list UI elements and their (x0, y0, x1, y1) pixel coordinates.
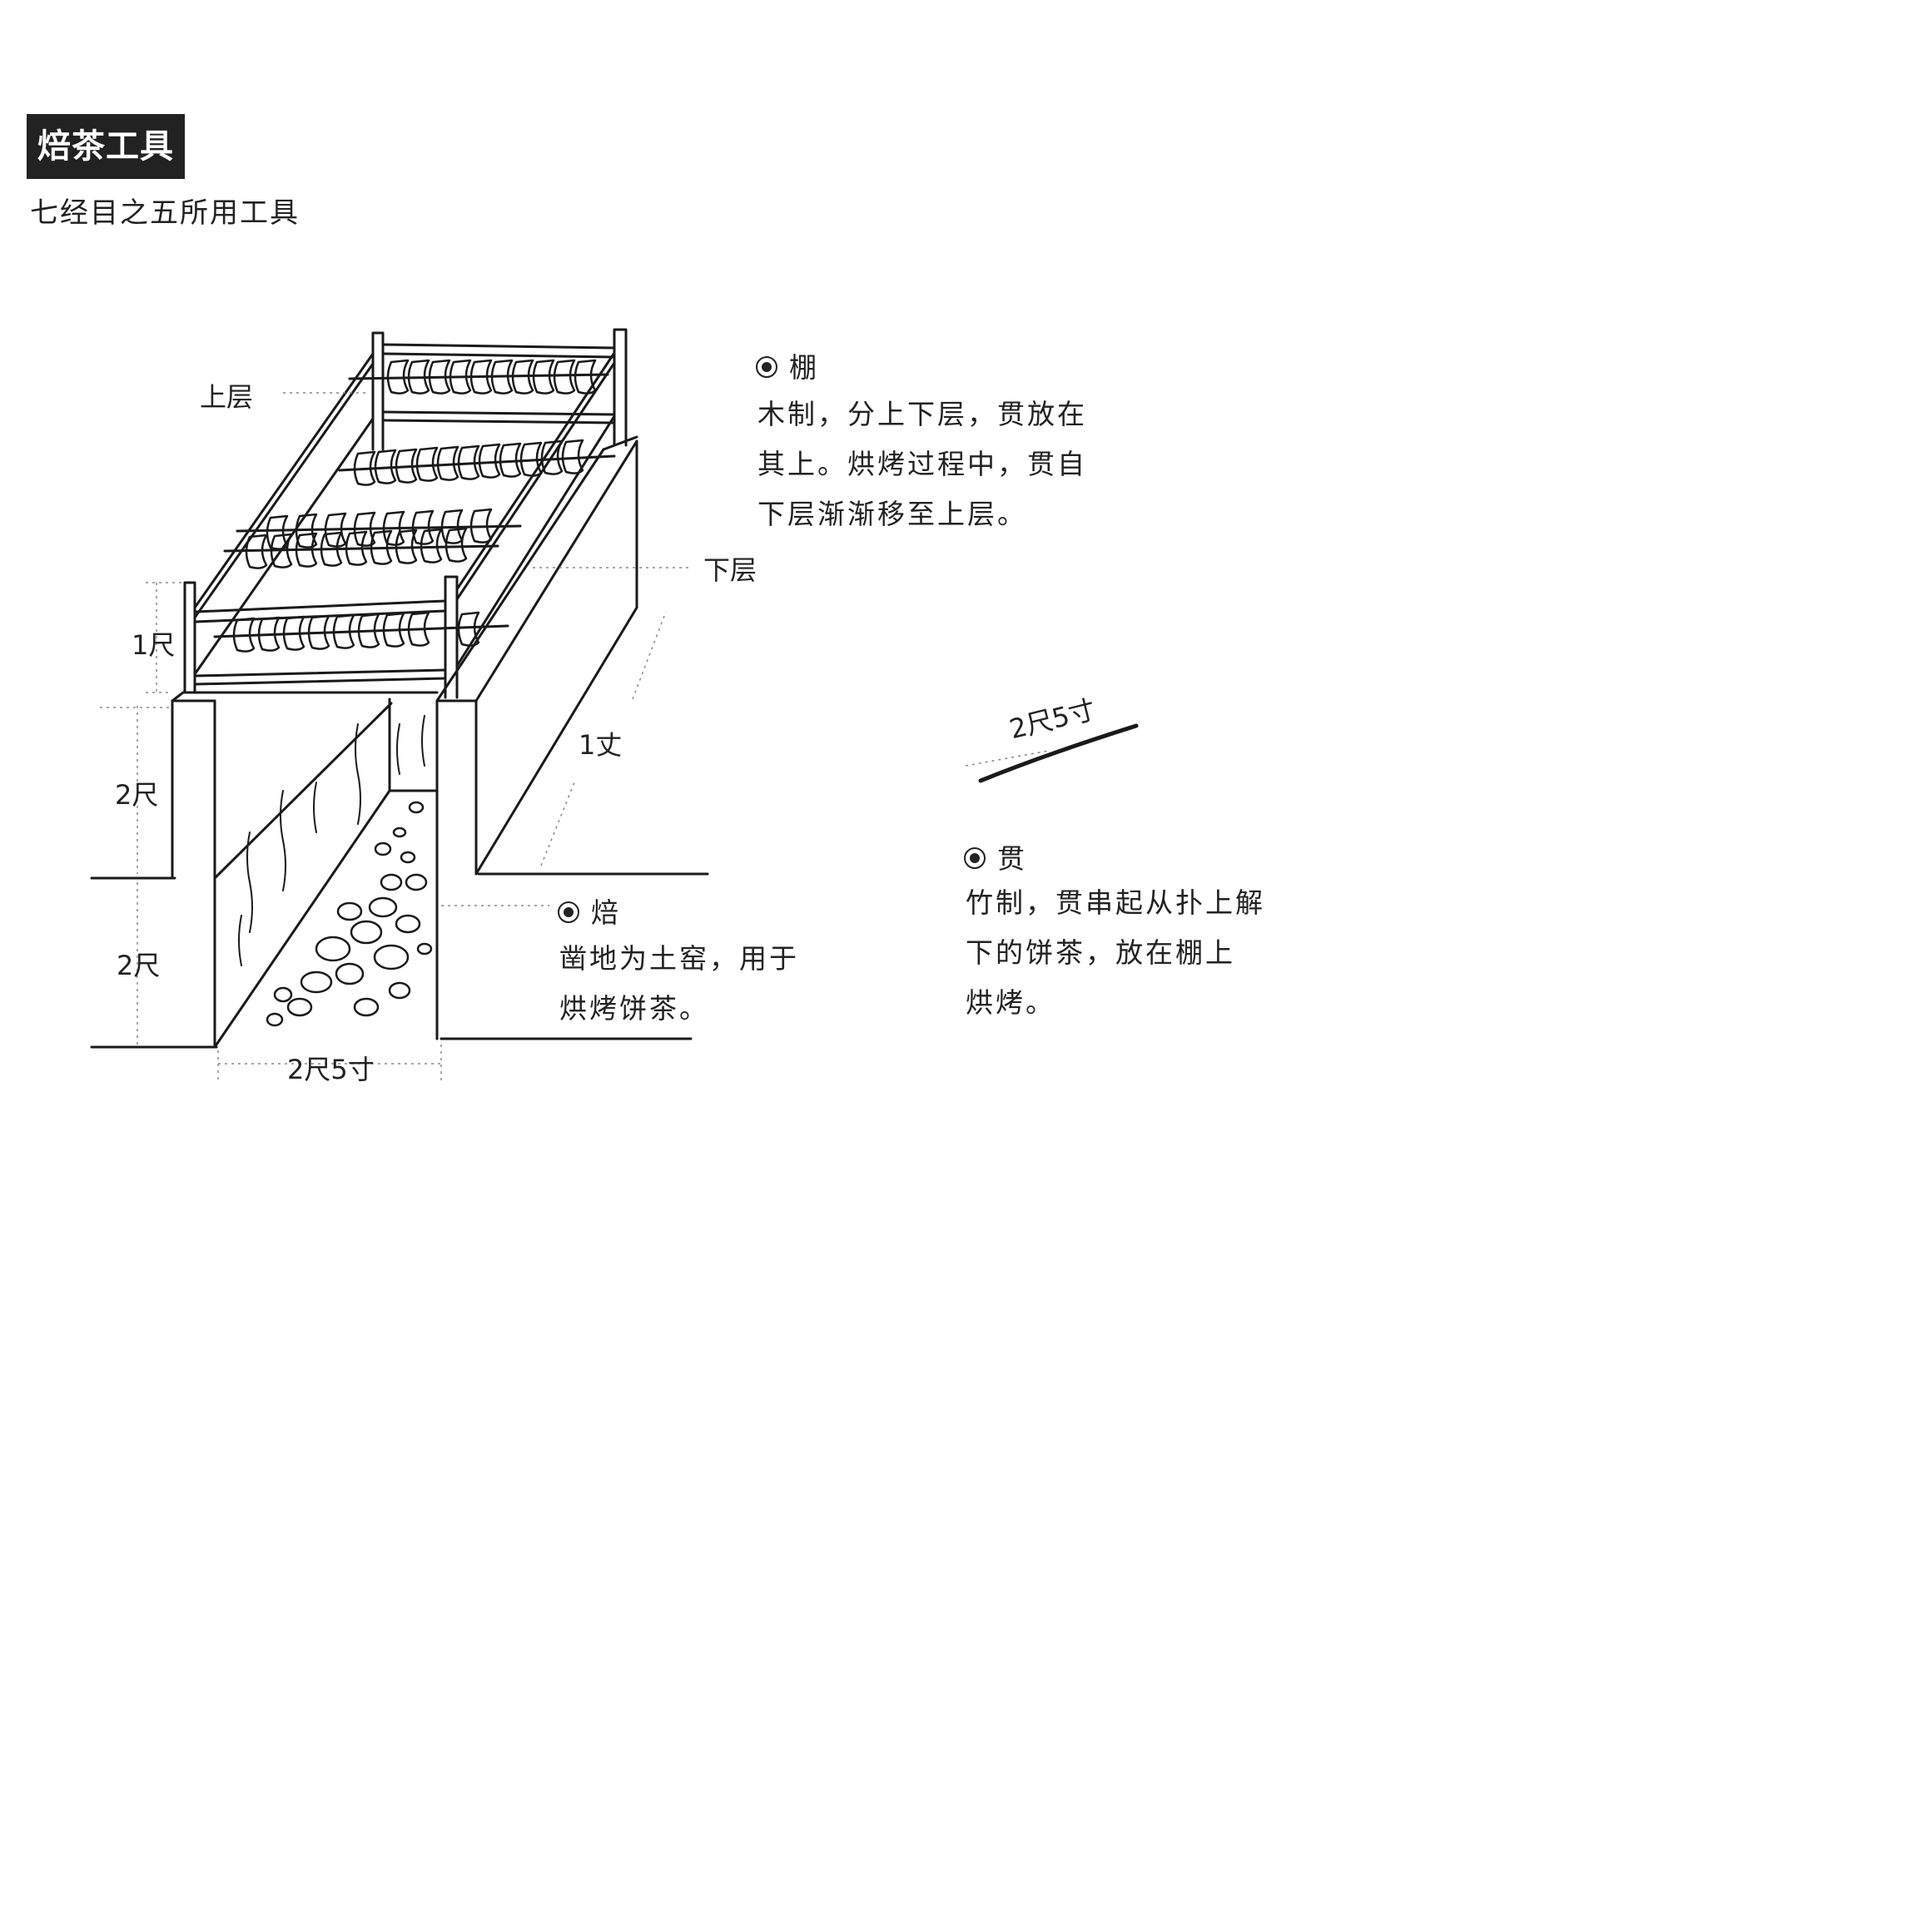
coal-pile (266, 801, 433, 1027)
note-line: 下的饼茶，放在棚上 (966, 936, 1235, 969)
heat-lines (238, 715, 425, 966)
left-wall-top (171, 691, 439, 702)
label-height-lower: 2尺 (117, 950, 161, 981)
bullet-icon (756, 355, 777, 378)
label-height-upper: 2尺 (115, 779, 159, 811)
rack-post-front-left (183, 581, 196, 694)
skewer-upper-1 (348, 373, 609, 380)
right-wall-front (435, 699, 478, 1040)
bullet-icon (964, 846, 986, 869)
bullet-icon (558, 901, 579, 923)
note-line: 烘烤饼茶。 (559, 992, 709, 1025)
tea-cakes-upper-2 (353, 439, 584, 486)
rack-side-rail-left-bottom (193, 417, 375, 676)
note-peng-body: 木制，分上下层，贯放在 其上。烘烤过程中，贯自 下层渐渐移至上层。 (757, 390, 1087, 539)
pit-back-line (388, 697, 439, 792)
skewer-illustration (978, 723, 1139, 783)
left-wall-front (171, 699, 216, 1049)
skewer-upper-2 (338, 454, 616, 472)
note-peng-title: 棚 (756, 345, 817, 385)
label-upper-layer: 上层 (200, 381, 254, 413)
note-line: 其上。烘烤过程中，贯自 (757, 448, 1087, 480)
dim-line-skewer (965, 750, 1050, 767)
dim-line-width (217, 1045, 442, 1082)
label-height-rack: 1尺 (132, 629, 176, 661)
section-subtitle: 七经目之五所用工具 (30, 196, 300, 230)
dim-line-length (540, 611, 667, 866)
kiln-illustration (90, 328, 1139, 1082)
dim-line-rack (146, 582, 185, 693)
right-wall-cap (602, 435, 638, 451)
label-length: 1丈 (579, 729, 623, 761)
right-wall-long-top (435, 439, 638, 702)
rack-rail-bottom-front (195, 668, 447, 686)
note-guan-title: 贯 (964, 836, 1025, 876)
tea-cakes-front (232, 611, 480, 653)
note-guan-body: 竹制，贯串起从扑上解 下的饼茶，放在棚上 烘烤。 (966, 878, 1265, 1028)
rack-rail-top-back (383, 343, 616, 359)
note-line: 木制，分上下层，贯放在 (757, 398, 1087, 430)
rack-post-back-right (613, 328, 628, 447)
tea-cakes-lower-2 (245, 527, 468, 569)
dim-line-upper-depth (100, 706, 171, 874)
note-bei-title: 焙 (558, 891, 618, 931)
left-wall-inner (213, 699, 393, 1049)
note-line: 下层渐渐移至上层。 (757, 498, 1027, 530)
rack-side-rail-left-top (193, 352, 375, 619)
left-wall-slope (213, 789, 391, 1049)
note-line: 凿地为土窑，用于 (559, 942, 799, 975)
section-title: 焙茶工具 (27, 114, 185, 179)
note-line: 竹制，贯串起从扑上解 (966, 886, 1265, 919)
page: 焙茶工具 七经目之五所用工具 (0, 0, 1291, 1290)
note-bei-body: 凿地为土窑，用于 烘烤饼茶。 (559, 934, 799, 1034)
tea-cakes-upper-1 (386, 359, 597, 395)
skewer-lower-1 (236, 524, 522, 533)
rack-post-back-left (371, 331, 385, 451)
right-wall-back (474, 439, 638, 876)
label-width: 2尺5寸 (287, 1054, 375, 1085)
label-lower-layer: 下层 (703, 554, 757, 586)
note-line: 烘烤。 (966, 986, 1055, 1019)
